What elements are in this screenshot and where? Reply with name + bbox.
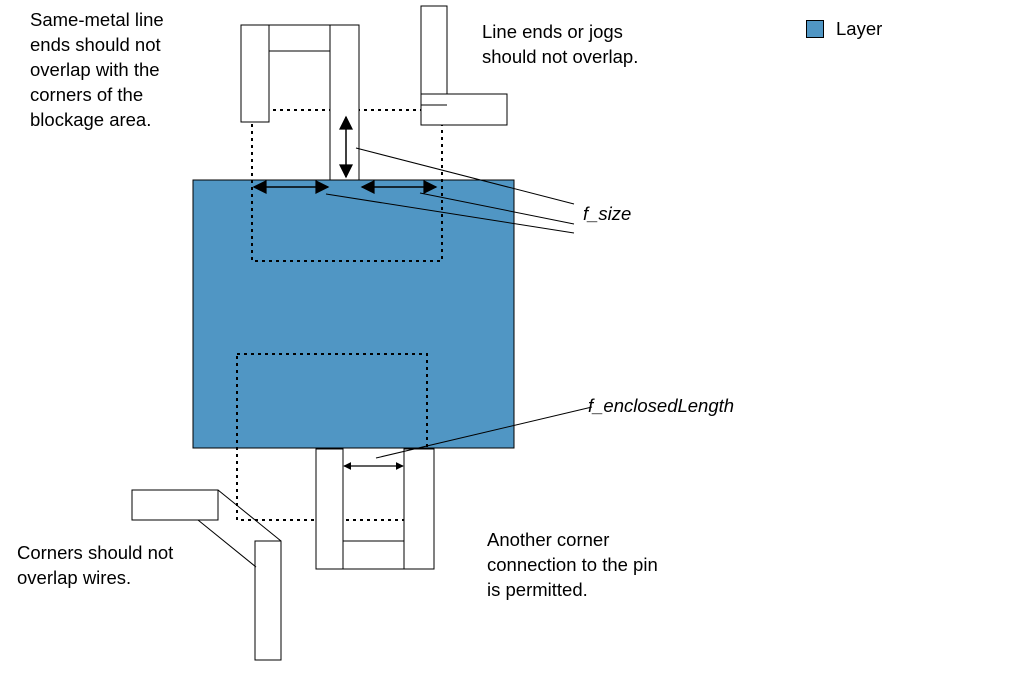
bottom-wire bbox=[315, 448, 435, 570]
leader-lines bbox=[197, 147, 593, 568]
f-enclosed-length-label: f_enclosedLength bbox=[588, 395, 735, 416]
note-corner-connection: Another corner connection to the pin is … bbox=[487, 529, 658, 600]
bottom-left-wires bbox=[131, 489, 282, 661]
top-blockage-area bbox=[251, 109, 443, 262]
layer-pin-rectangle bbox=[192, 179, 515, 449]
legend: Layer bbox=[806, 18, 882, 40]
note-line-ends-jogs: Line ends or jogs should not overlap. bbox=[482, 21, 639, 67]
top-right-wire bbox=[420, 5, 508, 126]
f-size-label: f_size bbox=[583, 203, 632, 224]
top-left-wire bbox=[240, 24, 360, 181]
note-corners-wires: Corners should not overlap wires. bbox=[17, 542, 174, 588]
note-line-ends-blockage-corners: Same-metal line ends should not overlap … bbox=[30, 9, 164, 130]
legend-layer-swatch bbox=[806, 20, 824, 38]
legend-layer-label: Layer bbox=[836, 18, 883, 39]
